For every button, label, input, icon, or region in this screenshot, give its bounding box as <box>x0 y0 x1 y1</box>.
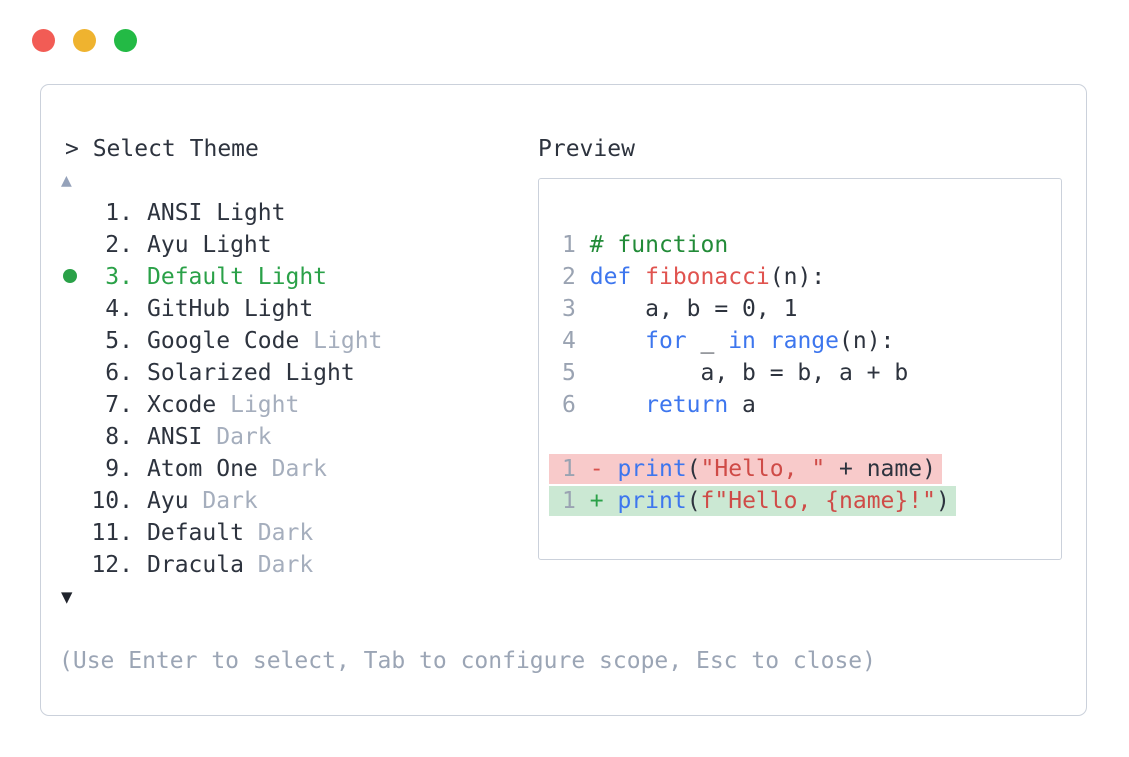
theme-list: 1. ANSI Light 2. Ayu Light 3. Default Light 4.… <box>63 197 382 581</box>
code-line: 1 # function <box>562 232 729 258</box>
help-text: (Use Enter to select, Tab to configure s… <box>59 648 876 674</box>
maximize-button[interactable] <box>114 29 137 52</box>
theme-item-default-dark[interactable]: 11. Default Dark <box>63 517 382 549</box>
theme-name: Xcode Light <box>147 392 300 418</box>
diff-line-removed: 1 - print("Hello, " + name) <box>549 453 956 485</box>
theme-name: Google Code Light <box>147 328 383 354</box>
window-controls <box>32 29 137 52</box>
theme-name: Ayu Dark <box>147 488 258 514</box>
code-line: 5 a, b = b, a + b <box>562 360 909 386</box>
theme-item-atom-one-dark[interactable]: 9. Atom One Dark <box>63 453 382 485</box>
theme-item-ansi-light[interactable]: 1. ANSI Light <box>63 197 382 229</box>
theme-number: 4. <box>105 296 133 322</box>
line-number: 3 <box>562 296 576 322</box>
theme-name: GitHub Light <box>147 296 314 322</box>
line-number: 1 <box>562 232 576 258</box>
code-line <box>562 421 956 453</box>
theme-number: 11. <box>91 520 133 546</box>
theme-name: Default Light <box>147 264 328 290</box>
minimize-button[interactable] <box>73 29 96 52</box>
theme-item-solarized-light[interactable]: 6. Solarized Light <box>63 357 382 389</box>
theme-item-default-light[interactable]: 3. Default Light <box>63 261 382 293</box>
scroll-down-icon[interactable]: ▼ <box>61 586 73 608</box>
line-number: 1 <box>562 456 576 482</box>
theme-name: Dracula Dark <box>147 552 314 578</box>
code-line: 6 return a <box>562 392 756 418</box>
code-line: 3 a, b = 0, 1 <box>562 296 798 322</box>
line-number: 4 <box>562 328 576 354</box>
line-number: 1 <box>562 488 576 514</box>
theme-name: Atom One Dark <box>147 456 328 482</box>
preview-label: Preview <box>538 136 635 162</box>
theme-number: 8. <box>105 424 133 450</box>
theme-item-ayu-light[interactable]: 2. Ayu Light <box>63 229 382 261</box>
line-number: 6 <box>562 392 576 418</box>
select-theme-prompt: > Select Theme <box>65 136 259 162</box>
diff-line-added: 1 + print(f"Hello, {name}!") <box>549 485 956 517</box>
theme-name: Ayu Light <box>147 232 272 258</box>
theme-number: 12. <box>91 552 133 578</box>
theme-number: 9. <box>105 456 133 482</box>
theme-name: Default Dark <box>147 520 314 546</box>
code-preview: 1 # function 2 def fibonacci(n): 3 a, b = … <box>549 229 956 517</box>
scroll-up-icon[interactable]: ▲ <box>61 170 72 191</box>
theme-number: 2. <box>105 232 133 258</box>
theme-item-google-code-light[interactable]: 5. Google Code Light <box>63 325 382 357</box>
theme-item-ayu-dark[interactable]: 10. Ayu Dark <box>63 485 382 517</box>
preview-pane: 1 # function 2 def fibonacci(n): 3 a, b = … <box>538 178 1062 560</box>
theme-name: Solarized Light <box>147 360 355 386</box>
theme-item-github-light[interactable]: 4. GitHub Light <box>63 293 382 325</box>
code-line: 2 def fibonacci(n): <box>562 264 826 290</box>
theme-number: 1. <box>105 200 133 226</box>
theme-name: ANSI Dark <box>147 424 272 450</box>
selected-indicator <box>63 261 91 293</box>
theme-number: 3. <box>105 264 133 290</box>
theme-selector-panel: > Select Theme Preview ▲ 1. ANSI Light 2. A… <box>40 84 1087 716</box>
theme-item-ansi-dark[interactable]: 8. ANSI Dark <box>63 421 382 453</box>
theme-number: 7. <box>105 392 133 418</box>
theme-number: 5. <box>105 328 133 354</box>
theme-name: ANSI Light <box>147 200 286 226</box>
theme-item-dracula-dark[interactable]: 12. Dracula Dark <box>63 549 382 581</box>
line-number: 5 <box>562 360 576 386</box>
close-button[interactable] <box>32 29 55 52</box>
theme-number: 6. <box>105 360 133 386</box>
selected-dot-icon <box>63 268 77 283</box>
theme-item-xcode-light[interactable]: 7. Xcode Light <box>63 389 382 421</box>
theme-number: 10. <box>91 488 133 514</box>
line-number: 2 <box>562 264 576 290</box>
code-line: 4 for _ in range(n): <box>562 328 895 354</box>
